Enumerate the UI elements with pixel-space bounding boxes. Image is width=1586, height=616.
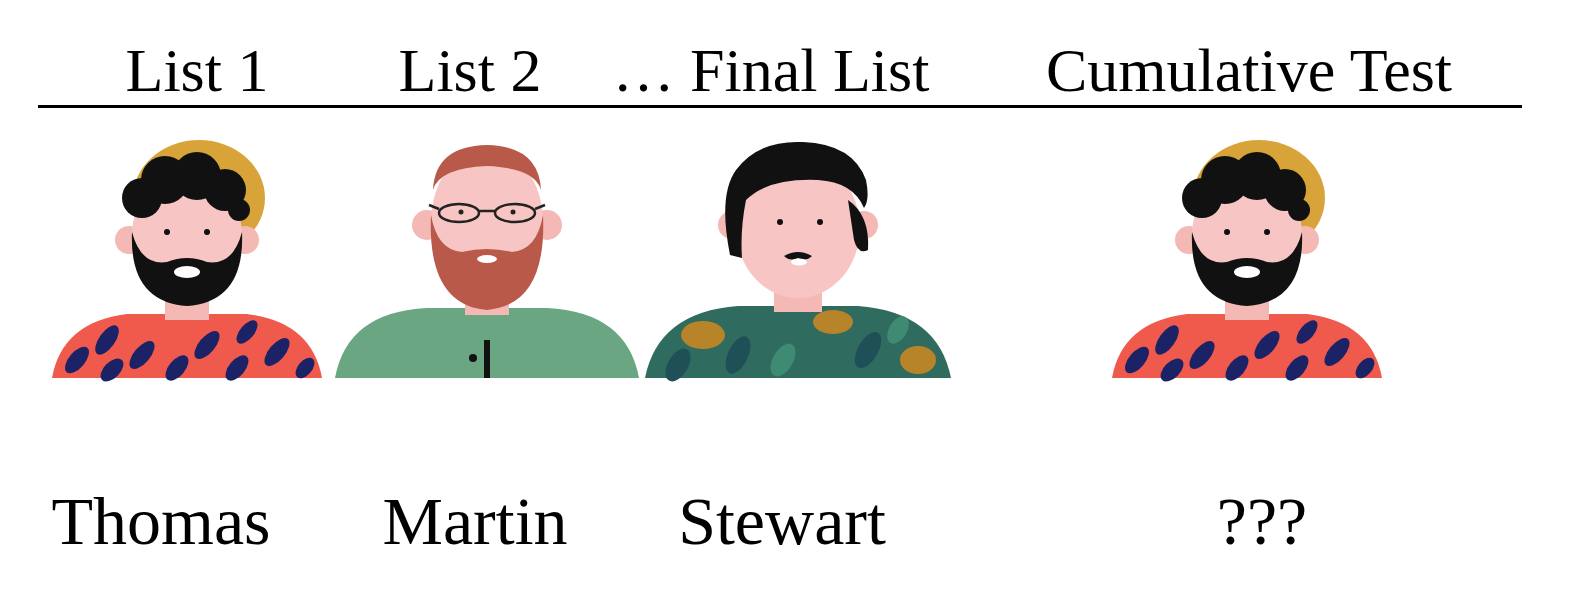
name-label: Thomas — [51, 487, 270, 555]
column-heading: Cumulative Test — [1046, 39, 1452, 101]
column-heading: List 1 — [126, 39, 269, 101]
header-rule — [38, 105, 1522, 108]
name-label: Stewart — [678, 487, 886, 555]
name-label: ??? — [1217, 487, 1308, 555]
column-heading: List 2 — [399, 39, 542, 101]
name-label: Martin — [382, 487, 567, 555]
column-heading: … Final List — [613, 39, 930, 101]
